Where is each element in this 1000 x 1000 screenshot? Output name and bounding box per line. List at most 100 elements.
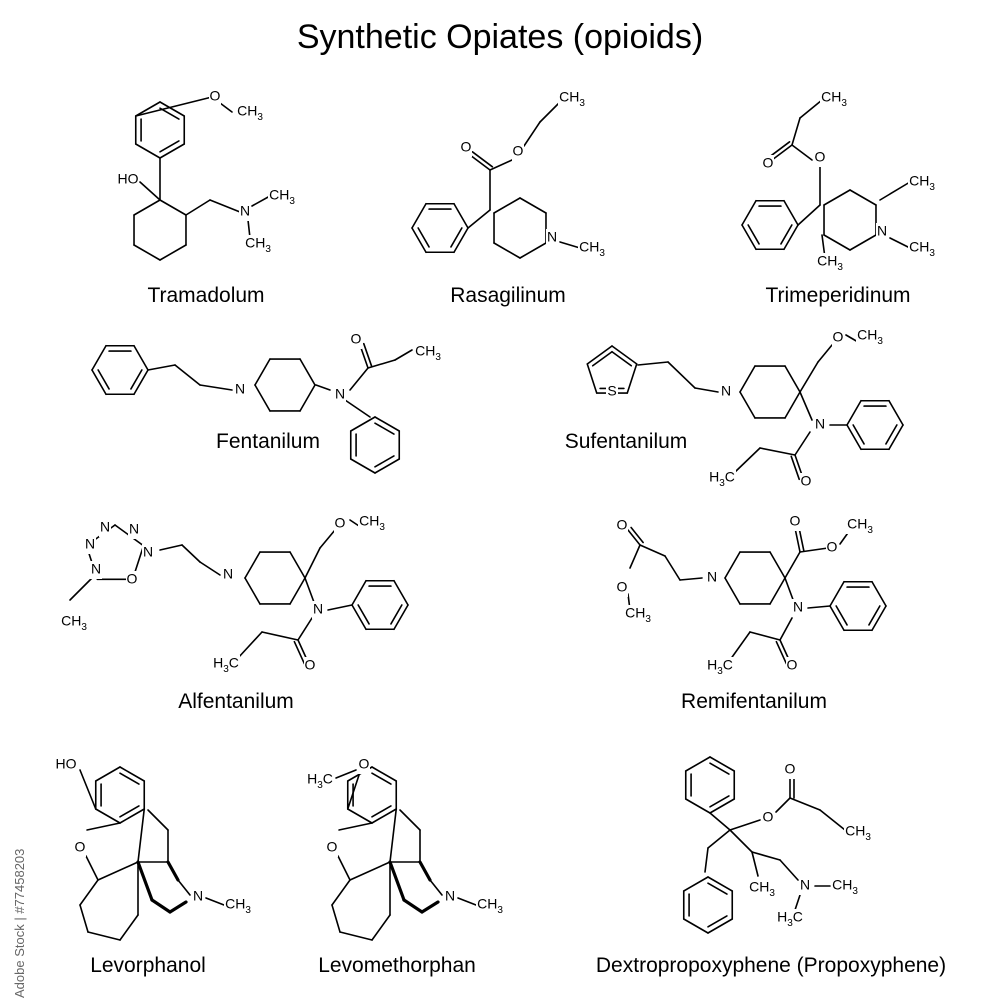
bond: [667, 361, 696, 389]
atom-n: N: [793, 599, 803, 615]
label-knockout: [142, 544, 154, 562]
bond: [254, 384, 271, 412]
bond: [119, 808, 146, 824]
bond: [349, 367, 369, 391]
label-knockout: [616, 579, 628, 597]
label-knockout: [444, 888, 456, 906]
atom-ch3: CH3: [359, 513, 385, 533]
bond: [337, 855, 351, 881]
label-knockout: [908, 173, 936, 191]
label-knockout: [786, 657, 798, 675]
bond: [244, 551, 261, 579]
label-knockout: [762, 809, 774, 827]
bond: [150, 898, 172, 914]
bond: [846, 424, 862, 451]
atom-ch3: CH3: [909, 173, 935, 193]
label-knockout: [60, 613, 88, 631]
atom-o: O: [801, 473, 812, 489]
compound-name-alfentanilum: Alfentanilum: [178, 690, 294, 713]
label-knockout: [126, 571, 138, 589]
bond: [707, 829, 731, 849]
bond-lines: [69, 96, 911, 941]
label-knockout: [128, 521, 140, 539]
atom-s: S: [607, 383, 616, 399]
bond: [775, 797, 791, 813]
bond: [393, 604, 409, 631]
label-knockout: [720, 383, 732, 401]
bond: [888, 399, 904, 426]
atom-ch3: CH3: [832, 877, 858, 897]
label-knockout: [358, 513, 386, 531]
atom-o: O: [833, 329, 844, 345]
label-knockout: [476, 896, 504, 914]
atom-n: N: [223, 566, 233, 582]
atom-n: N: [235, 381, 245, 397]
bond: [784, 391, 801, 419]
label-knockout: [606, 383, 618, 401]
label-knockout: [326, 839, 338, 857]
bond: [684, 756, 711, 772]
bond: [709, 795, 730, 808]
bond: [374, 416, 401, 432]
bond: [134, 96, 213, 117]
atom-o: O: [127, 571, 138, 587]
label-knockout: [84, 536, 96, 554]
bond: [209, 199, 241, 213]
bond: [769, 577, 786, 605]
bond: [251, 195, 271, 207]
bond: [871, 580, 887, 607]
bond: [751, 851, 781, 861]
label-knockout: [578, 239, 606, 257]
atom-ho: HO: [56, 756, 77, 772]
atom-o: O: [763, 809, 774, 825]
compound-name-fentanilum: Fentanilum: [216, 430, 320, 453]
label-knockout: [236, 103, 264, 121]
label-knockout: [239, 203, 251, 221]
bond: [351, 604, 367, 631]
bond: [819, 809, 846, 831]
atom-ch3: CH3: [245, 235, 271, 255]
bond: [779, 617, 793, 641]
bond: [388, 860, 406, 902]
label-knockout: [334, 386, 346, 404]
bond: [289, 551, 306, 579]
label-knockout: [350, 331, 362, 349]
atom-ch3: CH3: [61, 613, 87, 633]
bond: [797, 204, 821, 226]
bond: [849, 189, 877, 206]
bond: [457, 897, 477, 906]
bond: [523, 121, 541, 147]
atom-ch3: CH3: [559, 89, 585, 109]
compound-name-trimeperidinum: Trimeperidinum: [765, 284, 911, 307]
bond: [707, 876, 734, 892]
bond: [362, 342, 373, 368]
label-knockout: [546, 229, 558, 247]
bond: [417, 227, 430, 248]
bond: [493, 197, 521, 214]
label-knockout: [708, 469, 736, 487]
bond: [254, 358, 271, 386]
atom-o: O: [790, 513, 801, 529]
bond: [780, 224, 793, 245]
bond: [771, 144, 793, 161]
atom-n: N: [707, 569, 717, 585]
atom-ch3: CH3: [269, 187, 295, 207]
bond: [119, 914, 139, 941]
bond: [709, 798, 736, 814]
bond: [798, 526, 805, 552]
bond: [244, 577, 261, 605]
bond: [790, 455, 801, 481]
bond: [133, 369, 149, 396]
label-knockout: [268, 187, 296, 205]
atom-o: O: [785, 761, 796, 777]
bond: [467, 209, 491, 229]
bond: [682, 918, 709, 934]
bond: [741, 199, 757, 226]
bond: [371, 808, 398, 824]
bond: [94, 808, 121, 824]
label-knockout: [209, 88, 221, 106]
bond: [794, 894, 801, 911]
bond: [137, 808, 146, 863]
label-knockout: [776, 909, 804, 927]
bond: [133, 244, 161, 261]
